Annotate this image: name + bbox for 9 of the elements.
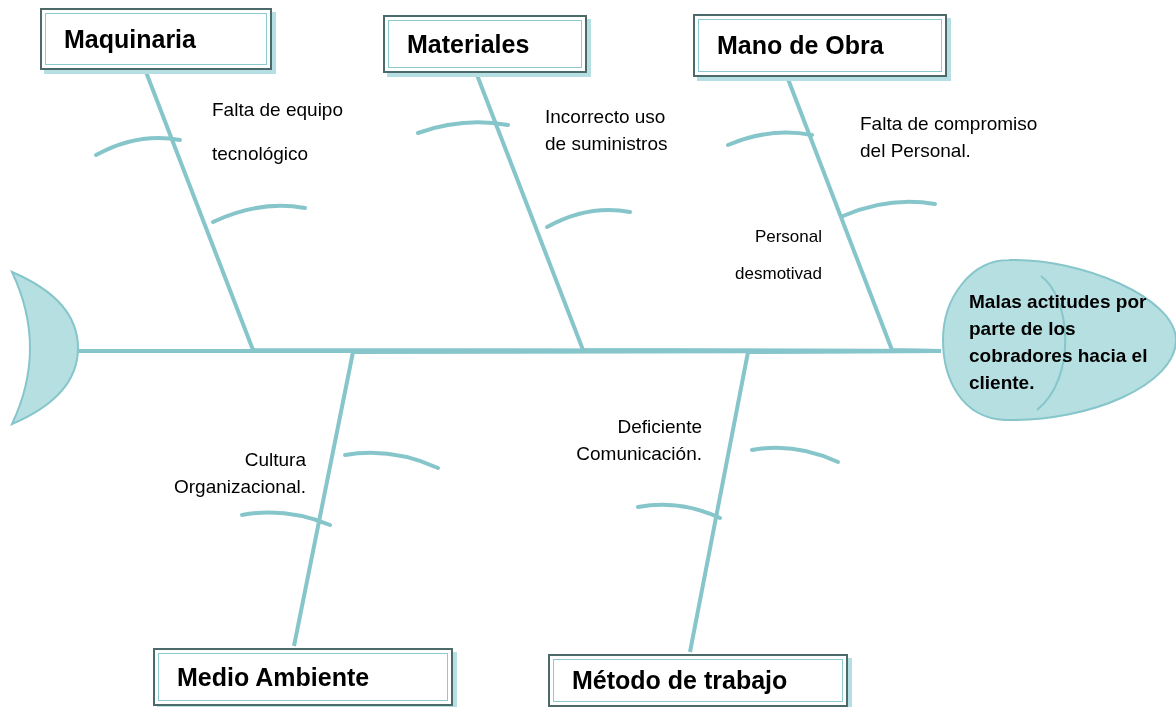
effect-text: Malas actitudes por parte de los cobradores hacia el cliente.: [969, 290, 1149, 395]
cause-text: Falta de compromiso del Personal.: [860, 112, 1038, 163]
cause-text: Deficiente Comunicación.: [575, 415, 702, 466]
cause-text: Personal desmotivad: [734, 226, 822, 285]
fishbone-line: [688, 349, 941, 653]
fish-tail: [8, 270, 80, 426]
cause-text: Incorrecto uso de suministros: [545, 105, 669, 156]
cause-text: Falta de equipo tecnológico: [212, 98, 344, 166]
cause-text: Cultura Organizacional.: [172, 448, 306, 499]
